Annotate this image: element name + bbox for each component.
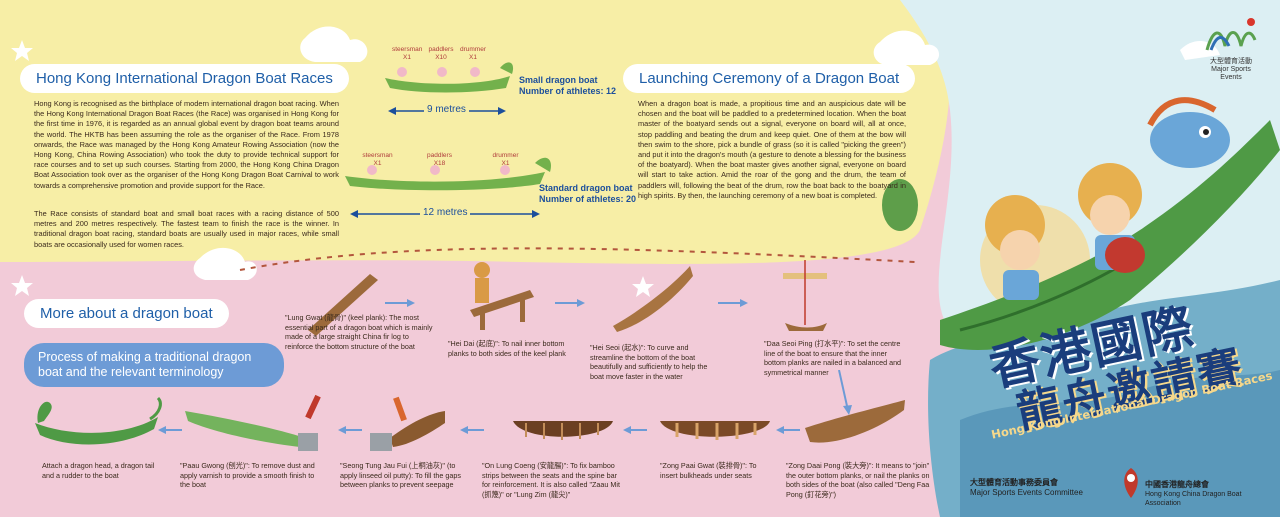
inner-bottom-illustration: [470, 262, 534, 330]
bamboo-strips-illustration: [513, 421, 613, 440]
association-logo: [1124, 468, 1138, 498]
more-about-heading: More about a dragon boat: [26, 301, 227, 326]
standard-boat-illustration: [345, 157, 551, 191]
process-step-4-caption: "Daa Seoi Ping (打水平)": To set the centre…: [764, 339, 902, 377]
launch-ceremony-heading: Launching Ceremony of a Dragon Boat: [625, 66, 914, 91]
process-arrow-9: [158, 426, 182, 434]
process-arrow-5: [776, 426, 800, 434]
centre-line-illustration: [783, 260, 827, 331]
process-arrow-1: [385, 299, 415, 307]
small-boat-illustration: [385, 62, 514, 93]
process-arrow-2: [555, 299, 585, 307]
finished-boat-illustration: [35, 396, 162, 445]
process-step-2-caption: "Hei Dai (起底)": To nail inner bottom pla…: [448, 339, 566, 358]
process-arrow-3: [718, 299, 748, 307]
hk-races-heading: Hong Kong International Dragon Boat Race…: [22, 66, 347, 91]
hk-races-paragraph-2: The Race consists of standard boat and s…: [34, 209, 339, 249]
process-arrow-8: [338, 426, 362, 434]
process-arrow-7: [460, 426, 484, 434]
process-step-8-caption: "Seong Tung Jau Fui (上桐油灰)" (to apply li…: [340, 461, 461, 490]
process-step-7-caption: "On Lung Coeng (安龍腸)": To fix bamboo str…: [482, 461, 620, 499]
varnish-illustration: [185, 394, 321, 451]
streamline-illustration: [613, 266, 693, 332]
small-boat-length: 9 metres: [424, 104, 469, 115]
process-step-9-caption: "Paau Gwong (刨光)": To remove dust and ap…: [180, 461, 315, 490]
process-step-10-caption: Attach a dragon head, a dragon tail and …: [42, 461, 155, 480]
process-step-3-caption: "Hei Seoi (起水)": To curve and streamline…: [590, 343, 708, 381]
process-heading: Process of making a traditional dragon b…: [24, 343, 284, 387]
hk-races-paragraph-1: Hong Kong is recognised as the birthplac…: [34, 99, 339, 190]
linseed-putty-illustration: [370, 396, 445, 451]
standard-boat-length: 12 metres: [420, 207, 471, 218]
keel-plank-illustration: [308, 274, 378, 336]
process-arrow-4: [838, 370, 852, 415]
process-arrow-6: [623, 426, 647, 434]
process-step-6-caption: "Zong Paai Gwat (裝排骨)": To insert bulkhe…: [660, 461, 757, 480]
process-step-5-caption: "Zong Daai Pong (裝大旁)": It means to "joi…: [786, 461, 930, 499]
launch-ceremony-paragraph: When a dragon boat is made, a propitious…: [638, 99, 906, 200]
process-step-1-caption: "Lung Gwat (龍骨)" (keel plank): The most …: [285, 313, 433, 351]
major-sports-events-logo: [1205, 18, 1257, 51]
bulkheads-illustration: [660, 421, 770, 440]
outer-planks-illustration: [805, 400, 905, 443]
